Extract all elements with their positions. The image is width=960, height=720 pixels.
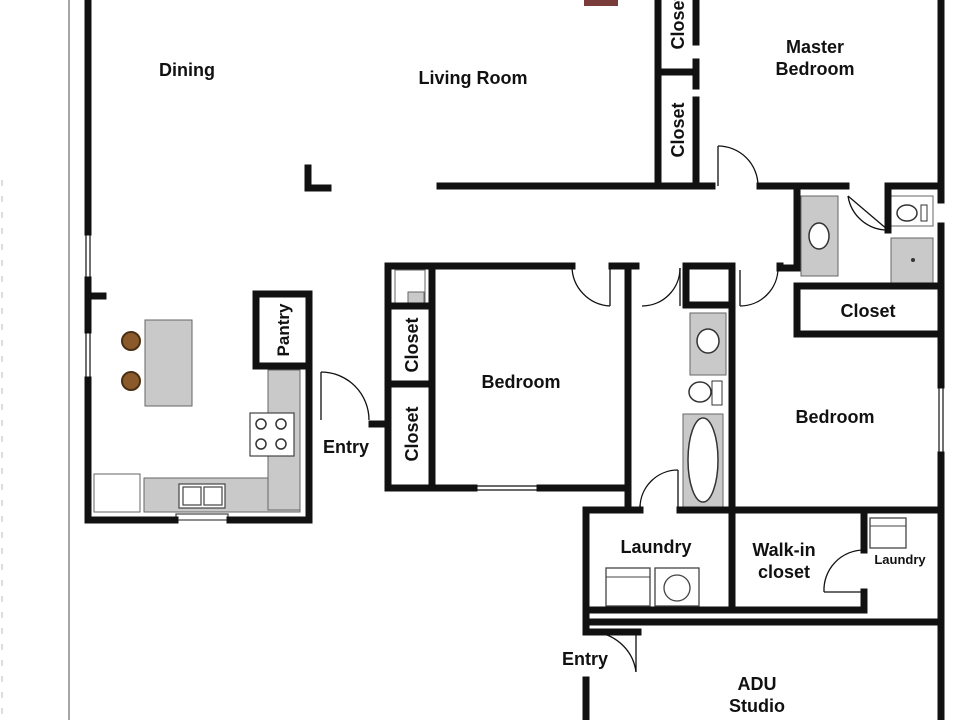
label-dining: Dining <box>159 60 215 80</box>
bar-stools <box>121 331 141 391</box>
label-pantry: Pantry <box>274 303 293 356</box>
label-adu-2: Studio <box>729 696 785 716</box>
closet-small-fixture <box>394 269 426 305</box>
label-laundry-adu: Laundry <box>874 552 926 567</box>
label-master-bedroom-1: Master <box>786 37 844 57</box>
label-walkin-1: Walk-in <box>752 540 815 560</box>
label-entry-adu: Entry <box>562 649 608 669</box>
label-walkin-2: closet <box>758 562 810 582</box>
fireplace <box>584 0 618 6</box>
label-closet-lower-left: Closet <box>402 406 422 461</box>
washer-icon <box>605 567 651 607</box>
master-vanity <box>800 195 839 277</box>
kitchen-sink <box>175 483 229 521</box>
label-closet-top: Closet <box>668 0 688 50</box>
label-living-room: Living Room <box>419 68 528 88</box>
kitchen-counters <box>93 319 301 513</box>
windows <box>85 232 944 491</box>
label-closet-master: Closet <box>668 102 688 157</box>
label-closet-right: Closet <box>840 301 895 321</box>
label-entry-main: Entry <box>323 437 369 457</box>
label-laundry-main: Laundry <box>620 537 691 557</box>
label-adu-1: ADU <box>738 674 777 694</box>
label-closet-upper-left: Closet <box>402 317 422 372</box>
door-swings <box>320 145 889 673</box>
label-bedroom-right: Bedroom <box>795 407 874 427</box>
walls <box>84 0 945 720</box>
bathtub <box>682 413 724 509</box>
label-bedroom-center: Bedroom <box>481 372 560 392</box>
dryer-icon <box>654 567 700 607</box>
room-labels: Dining Living Room Master Bedroom Bedroo… <box>159 0 926 716</box>
stove-icon <box>249 412 295 457</box>
hall-toilet-icon <box>688 380 723 406</box>
page-edges <box>1 0 70 720</box>
master-shower <box>890 237 934 284</box>
master-toilet-icon <box>890 195 934 227</box>
adu-laundry-icon <box>869 517 907 549</box>
hall-vanity <box>689 312 727 376</box>
label-master-bedroom-2: Bedroom <box>775 59 854 79</box>
